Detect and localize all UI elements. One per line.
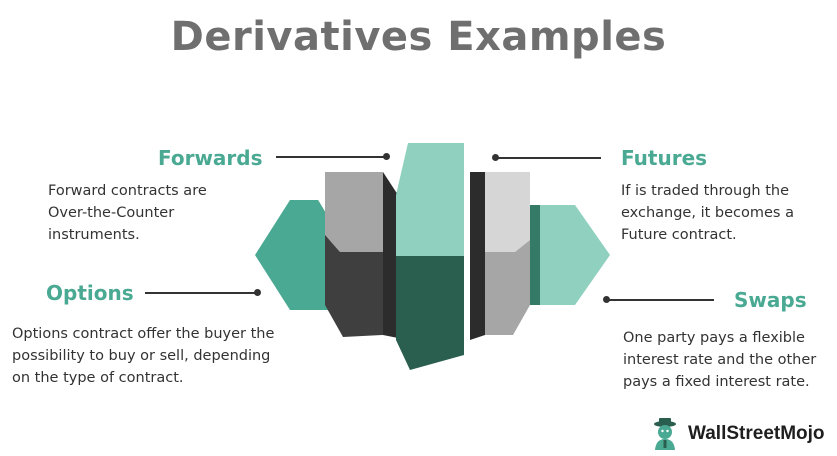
futures-description: If is traded through the exchange, it be… — [621, 180, 794, 246]
left-block-top — [325, 172, 383, 252]
wallstreetmojo-mascot-icon — [654, 418, 676, 450]
brand-logo: WallStreetMojo — [648, 417, 825, 451]
right-chevron-front — [540, 205, 610, 305]
futures-line: Future contract. — [621, 227, 737, 243]
forwards-line: Forward contracts are — [48, 183, 207, 199]
left-block-side — [383, 172, 398, 338]
options-line: Options contract offer the buyer the — [12, 326, 275, 342]
swaps-description: One party pays a flexible interest rate … — [623, 327, 816, 393]
left-chevron-front — [255, 200, 330, 310]
center-block-bottom — [396, 256, 464, 370]
options-connector-dot — [254, 289, 261, 296]
swaps-line: interest rate and the other — [623, 352, 817, 368]
options-connector — [145, 292, 257, 294]
futures-heading: Futures — [621, 146, 708, 170]
forwards-line: Over-the-Counter — [48, 205, 175, 221]
futures-connector-dot — [492, 154, 499, 161]
page-title: Derivatives Examples — [170, 14, 667, 60]
forwards-line: instruments. — [48, 227, 140, 243]
center-block-top — [396, 143, 464, 256]
forwards-description: Forward contracts are Over-the-Counter i… — [48, 180, 207, 246]
futures-line: exchange, it becomes a — [621, 205, 794, 221]
forwards-heading: Forwards — [158, 146, 263, 170]
swaps-connector — [607, 299, 714, 301]
options-heading: Options — [46, 281, 134, 305]
swaps-heading: Swaps — [734, 288, 807, 312]
left-block-bottom — [325, 235, 383, 337]
right-block-top — [485, 172, 530, 252]
right-block-bottom — [485, 240, 530, 335]
futures-line: If is traded through the — [621, 183, 790, 199]
futures-connector — [496, 157, 601, 159]
right-block-side — [470, 172, 485, 340]
swaps-line: pays a fixed interest rate. — [623, 374, 810, 390]
options-line: possibility to buy or sell, depending — [12, 348, 271, 364]
right-chevron-side — [530, 205, 540, 305]
swaps-connector-dot — [603, 296, 610, 303]
swaps-line: One party pays a flexible — [623, 330, 805, 346]
forwards-connector-dot — [383, 153, 390, 160]
brand-name: WallStreetMojo — [688, 423, 825, 444]
forwards-connector — [276, 156, 386, 158]
options-line: on the type of contract. — [12, 370, 184, 386]
options-description: Options contract offer the buyer the pos… — [12, 323, 274, 389]
